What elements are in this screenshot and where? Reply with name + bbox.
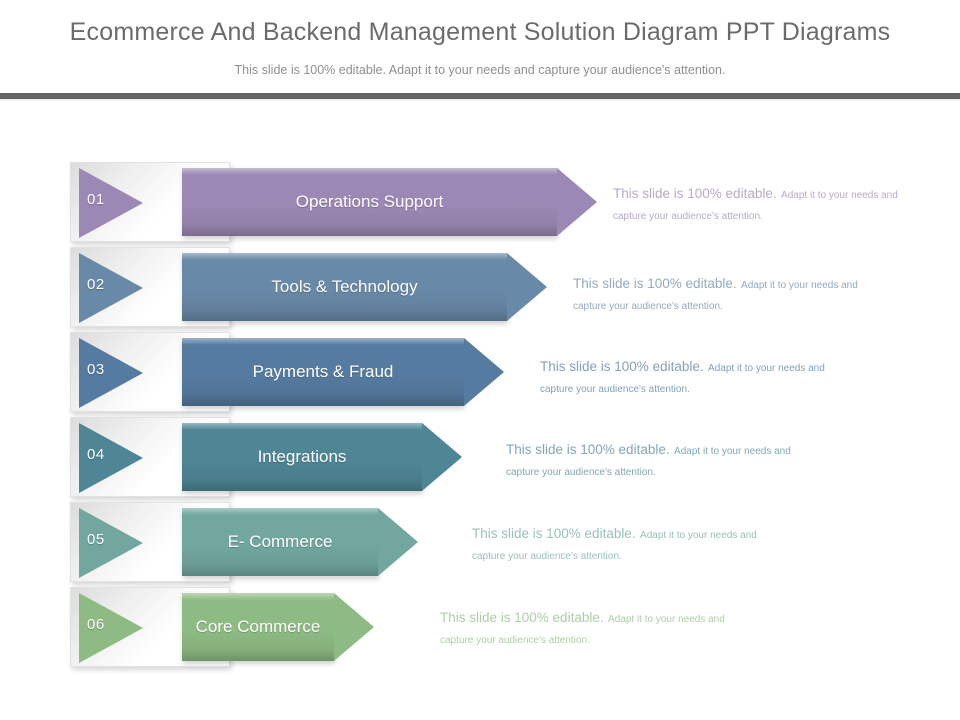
step-description-lead: This slide is 100% editable. <box>573 276 737 291</box>
process-row: 01 Operations Support This slide is 100% e… <box>0 162 960 250</box>
step-description-rest: Adapt it to your needs and capture your … <box>440 614 725 647</box>
arrow-head-icon <box>557 168 597 236</box>
process-row: 04 Integrations This slide is 100% editabl… <box>0 417 960 505</box>
page-subtitle: This slide is 100% editable. Adapt it to… <box>234 63 726 77</box>
process-row: 05 E- Commerce This slide is 100% editable… <box>0 502 960 590</box>
step-description: This slide is 100% editable. Adapt it to… <box>472 523 762 565</box>
step-title-label: E- Commerce <box>227 532 333 551</box>
step-description-lead: This slide is 100% editable. <box>472 526 636 541</box>
step-description-rest: Adapt it to your needs and capture your … <box>573 280 858 313</box>
step-description-lead: This slide is 100% editable. <box>613 186 777 201</box>
header-divider-shadow <box>0 99 960 102</box>
step-arrow[interactable]: Payments & Fraud <box>182 338 504 406</box>
step-arrow-body <box>182 168 557 236</box>
step-description: This slide is 100% editable. Adapt it to… <box>506 439 796 481</box>
page-title: Ecommerce And Backend Management Solutio… <box>69 18 891 46</box>
step-number-label: 03 <box>87 361 105 378</box>
arrow-head-icon <box>378 508 418 576</box>
step-number-label: 06 <box>87 616 105 633</box>
process-row: 02 Tools & Technology This slide is 100% e… <box>0 247 960 335</box>
step-description: This slide is 100% editable. Adapt it to… <box>540 356 830 398</box>
step-description-rest: Adapt it to your needs and capture your … <box>472 530 757 563</box>
step-description-rest: Adapt it to your needs and capture your … <box>506 446 791 479</box>
step-number-label: 04 <box>87 446 105 463</box>
step-description: This slide is 100% editable. Adapt it to… <box>573 273 863 315</box>
step-arrow[interactable]: Operations Support <box>182 168 597 236</box>
play-triangle-icon <box>79 168 143 238</box>
slide-header: Ecommerce And Backend Management Solutio… <box>0 0 960 102</box>
process-row: 03 Payments & Fraud This slide is 100% edi… <box>0 332 960 420</box>
step-description-rest: Adapt it to your needs and capture your … <box>540 363 825 396</box>
step-arrow[interactable]: Integrations <box>182 423 462 491</box>
arrow-head-icon <box>507 253 547 321</box>
step-title-label: Operations Support <box>295 192 444 211</box>
play-triangle-icon <box>79 508 143 578</box>
step-description-lead: This slide is 100% editable. <box>540 359 704 374</box>
step-description-lead: This slide is 100% editable. <box>440 610 604 625</box>
play-triangle-icon <box>79 253 143 323</box>
step-arrow[interactable]: E- Commerce <box>182 508 418 576</box>
step-description: This slide is 100% editable. Adapt it to… <box>440 607 730 649</box>
step-title-label: Core Commerce <box>195 617 321 636</box>
step-title-label: Payments & Fraud <box>252 362 394 381</box>
step-title-label: Tools & Technology <box>271 277 418 296</box>
play-triangle-icon <box>79 593 143 663</box>
step-number-label: 05 <box>87 531 105 548</box>
step-arrow-body <box>182 338 464 406</box>
arrow-head-icon <box>422 423 462 491</box>
arrow-head-icon <box>334 593 374 661</box>
step-arrow-body <box>182 593 334 661</box>
step-arrow[interactable]: Core Commerce <box>182 593 374 661</box>
step-description-lead: This slide is 100% editable. <box>506 442 670 457</box>
step-number-label: 01 <box>87 191 105 208</box>
arrow-head-icon <box>464 338 504 406</box>
step-arrow[interactable]: Tools & Technology <box>182 253 547 321</box>
step-description-rest: Adapt it to your needs and capture your … <box>613 190 898 223</box>
header-divider <box>0 93 960 99</box>
play-triangle-icon <box>79 338 143 408</box>
step-number-label: 02 <box>87 276 105 293</box>
play-triangle-icon <box>79 423 143 493</box>
step-title-label: Integrations <box>257 447 347 466</box>
process-row: 06 Core Commerce This slide is 100% editab… <box>0 587 960 675</box>
step-description: This slide is 100% editable. Adapt it to… <box>613 183 903 225</box>
